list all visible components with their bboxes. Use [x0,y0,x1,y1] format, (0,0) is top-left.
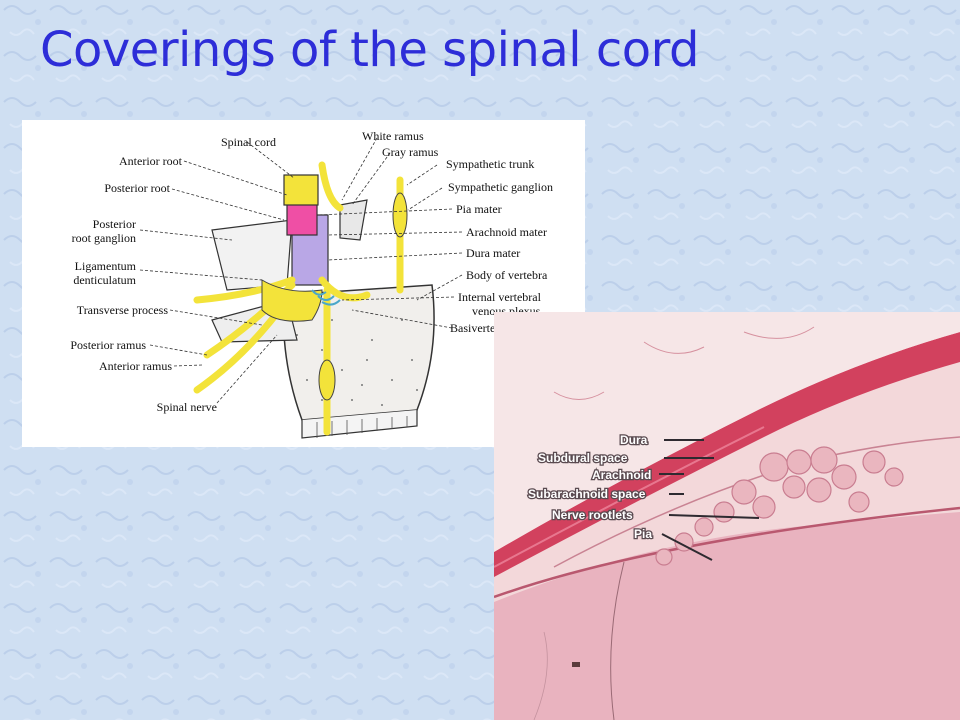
diagram-illustration: Spinal cord Anterior root Posterior root… [70,129,553,439]
label-spinal-nerve: Spinal nerve [157,400,217,414]
label-sympathetic-ganglion: Sympathetic ganglion [448,180,553,194]
venous-plexus [311,289,341,306]
label-nerve-rootlets: Nerve rootlets [552,508,633,522]
dura-band [494,332,960,577]
label-transverse-process: Transverse process [77,303,169,317]
nerve-rootlets [655,446,904,566]
label-pia-mater: Pia mater [456,202,502,216]
label-arachnoid-mater: Arachnoid mater [466,225,547,239]
label-subdural-space: Subdural space [538,451,628,465]
label-posterior-root: Posterior root [104,181,170,195]
label-arachnoid: Arachnoid [592,468,651,482]
label-root-ganglion: root ganglion [72,231,136,245]
label-subarachnoid-space: Subarachnoid space [528,487,646,501]
label-dura: Dura [620,433,648,447]
label-internal-vertebral: Internal vertebral [458,290,542,304]
label-anterior-root: Anterior root [119,154,183,168]
label-pia: Pia [634,527,652,541]
label-posterior-ramus: Posterior ramus [70,338,146,352]
label-posterior: Posterior [93,217,136,231]
label-white-ramus: White ramus [362,129,424,143]
label-ligamentum: Ligamentum [75,259,137,273]
histology-micrograph: Dura Subdural space Arachnoid Subarachno… [494,312,960,720]
label-gray-ramus: Gray ramus [382,145,439,159]
label-body-of-vertebra: Body of vertebra [466,268,548,282]
label-sympathetic-trunk: Sympathetic trunk [446,157,534,171]
spinal-cord-coverings-diagram: Spinal cord Anterior root Posterior root… [22,120,585,447]
label-anterior-ramus: Anterior ramus [99,359,172,373]
label-denticulatum: denticulatum [73,273,136,287]
label-dura-mater: Dura mater [466,246,520,260]
slide-title: Coverings of the spinal cord [40,22,699,78]
spinal-cord-segment [283,174,319,206]
micrograph-illustration: Dura Subdural space Arachnoid Subarachno… [494,312,960,720]
label-spinal-cord: Spinal cord [221,135,276,149]
